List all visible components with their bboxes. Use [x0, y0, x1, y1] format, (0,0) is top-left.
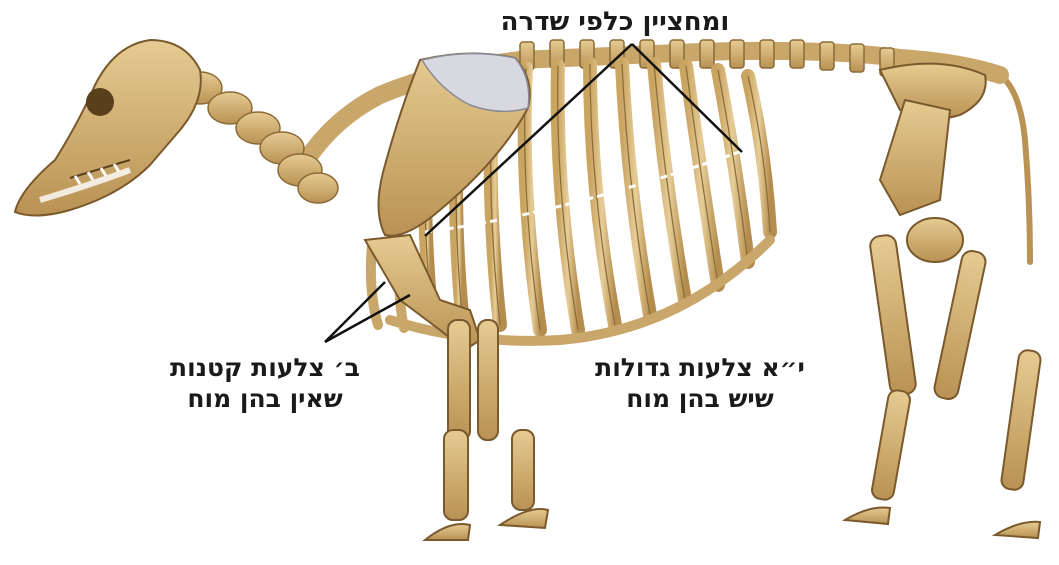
label-toward-spine-text: ומחציין כלפי שדרה — [470, 6, 760, 39]
label-large-ribs-line1: י״א צלעות גדולות — [565, 352, 835, 383]
label-large-ribs-line2: שיש בהן מוח — [565, 383, 835, 414]
tail — [1000, 75, 1030, 262]
hind-leg — [845, 64, 1042, 538]
label-toward-spine: ומחציין כלפי שדרה — [470, 6, 760, 39]
label-small-ribs-line2: שאין בהן מוח — [140, 383, 390, 414]
skull — [15, 40, 201, 216]
label-small-ribs: ב׳ צלעות קטנות שאין בהן מוח — [140, 352, 390, 415]
label-large-ribs: י״א צלעות גדולות שיש בהן מוח — [565, 352, 835, 415]
label-small-ribs-line1: ב׳ צלעות קטנות — [140, 352, 390, 383]
